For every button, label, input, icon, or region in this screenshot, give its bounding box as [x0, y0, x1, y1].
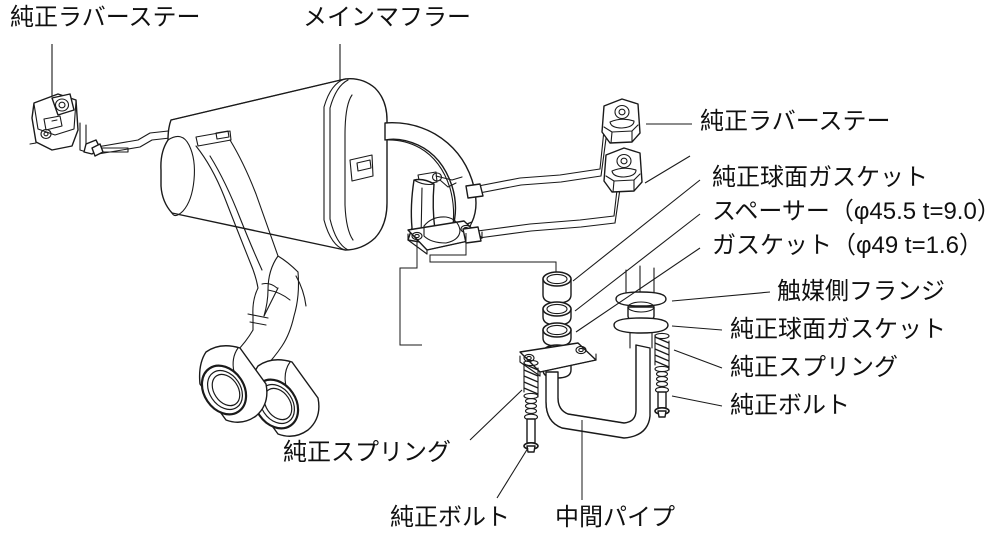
- center-pipe-body: [519, 342, 651, 500]
- label-gasket: ガスケット（φ49 t=1.6）: [712, 232, 983, 259]
- rubber-stay-bracket-right-lower: [603, 147, 643, 193]
- gasket-ring-stack: [542, 271, 572, 347]
- label-bolt-left: 純正ボルト: [390, 504, 510, 531]
- muffler-inlet-pipe: [384, 122, 477, 245]
- ring-gasket: [542, 322, 572, 347]
- label-spacer: スペーサー（φ45.5 t=9.0）: [712, 198, 1000, 225]
- label-rubber-stay-right: 純正ラバーステー: [700, 108, 891, 135]
- catalyst-flange-part: [613, 265, 669, 349]
- alignment-lines: [399, 233, 557, 346]
- spring-coil-left: [523, 359, 539, 400]
- muffler-hanger-rod-right: [462, 129, 625, 244]
- spring-bolt-right: [654, 332, 670, 418]
- label-center-pipe: 中間パイプ: [555, 504, 675, 531]
- exhaust-tip-left: [198, 345, 268, 423]
- leader-lines-bottom: [469, 389, 529, 499]
- label-bolt-right: 純正ボルト: [730, 392, 850, 419]
- dual-exhaust-tips: [198, 345, 320, 437]
- ring-spacer: [542, 301, 572, 326]
- spring-bolt-left: [523, 359, 539, 453]
- spring-coil-right: [654, 332, 670, 373]
- label-spring-left: 純正スプリング: [283, 439, 451, 466]
- rubber-stay-bracket-left: [29, 93, 79, 151]
- label-spherical-gasket-1: 純正球面ガスケット: [712, 164, 928, 191]
- label-main-muffler: メインマフラー: [303, 4, 471, 31]
- leader-lines-right: [572, 123, 771, 407]
- rubber-stay-bracket-right-upper: [601, 98, 641, 144]
- ring-spherical-gasket: [542, 271, 572, 304]
- leader-lines-top: [51, 44, 341, 96]
- label-spherical-gasket-2: 純正球面ガスケット: [730, 316, 946, 343]
- label-catalyst-flange: 触媒側フランジ: [777, 278, 945, 305]
- main-muffler-body: [160, 78, 388, 251]
- label-spring-right: 純正スプリング: [730, 354, 898, 381]
- label-rubber-stay-left: 純正ラバーステー: [10, 4, 201, 31]
